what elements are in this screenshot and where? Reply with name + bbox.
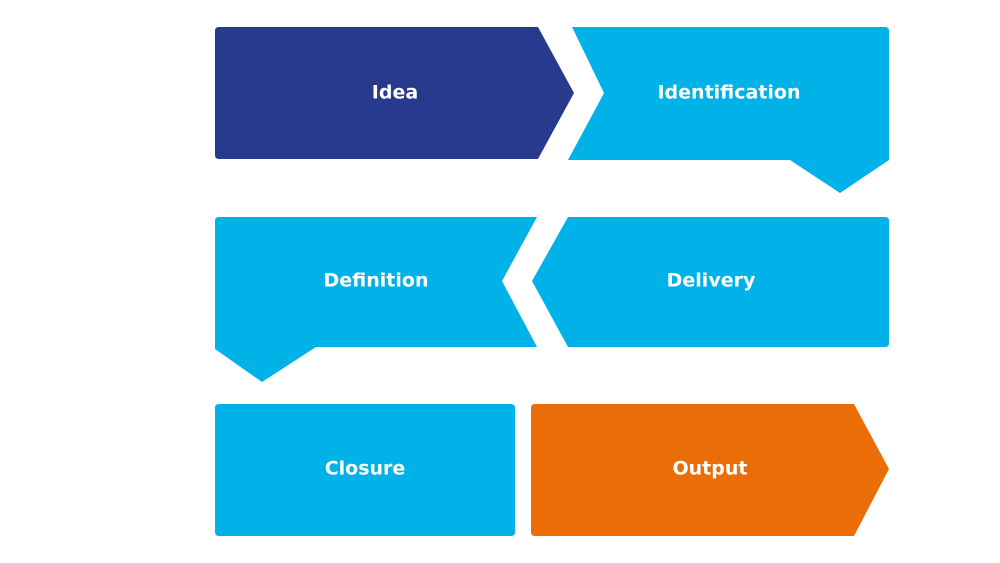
step-shape-identification <box>568 27 889 193</box>
step-closure: Closure <box>215 404 515 536</box>
step-label-idea: Idea <box>372 82 418 104</box>
step-shape-idea <box>215 27 574 159</box>
step-identification: Identification <box>568 27 889 193</box>
step-label-closure: Closure <box>325 458 406 480</box>
step-shape-closure <box>215 404 515 536</box>
step-label-definition: Definition <box>324 270 429 292</box>
step-shape-definition <box>215 217 537 382</box>
step-label-identification: Identification <box>657 82 800 104</box>
step-definition: Definition <box>215 217 537 382</box>
step-shape-output <box>531 404 889 536</box>
step-delivery: Delivery <box>532 217 889 347</box>
step-label-output: Output <box>673 458 748 480</box>
step-label-delivery: Delivery <box>667 270 756 292</box>
step-idea: Idea <box>215 27 574 159</box>
step-output: Output <box>531 404 889 536</box>
step-shape-delivery <box>532 217 889 347</box>
